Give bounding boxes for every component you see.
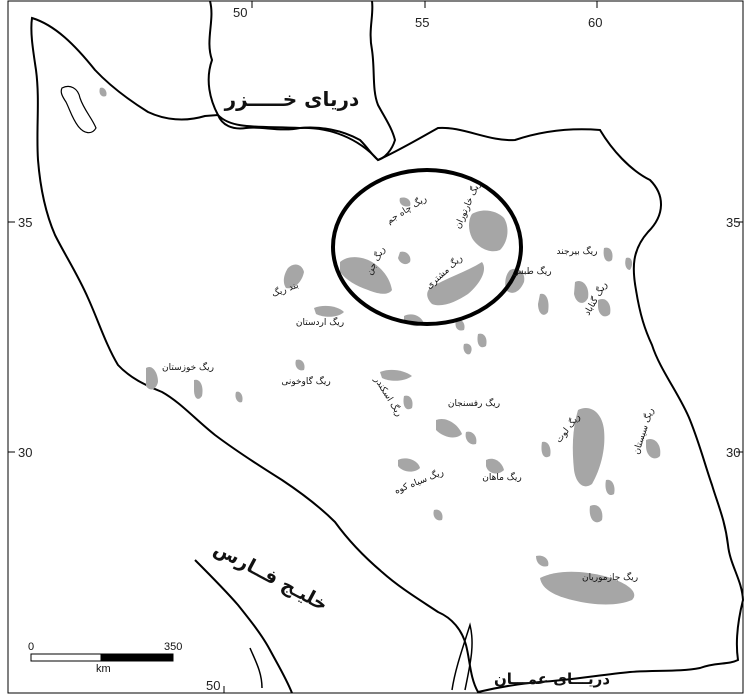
highlight-circle	[331, 168, 523, 326]
bottom-tick-label-50: 50	[206, 678, 220, 693]
top-tick-label-60: 60	[588, 15, 602, 30]
caspian-coastline	[207, 0, 397, 162]
desert-area-east-3	[598, 298, 611, 317]
desert-area-rafsanjan	[436, 418, 462, 438]
desert-label-jazmourian: ریگ جازموریان	[582, 571, 638, 583]
desert-area-tabas	[505, 268, 525, 293]
scale-bar-black-segment	[100, 653, 174, 662]
musandam-coast	[451, 622, 473, 691]
scale-bar-white-segment	[30, 653, 102, 662]
top-tick-label-55: 55	[415, 15, 429, 30]
desert-area-sistan	[646, 438, 661, 459]
desert-area-moshtari	[427, 262, 485, 306]
desert-area-band	[283, 264, 304, 289]
desert-label-khuzestan: ریگ خوزستان	[162, 361, 214, 373]
scale-bar: 0 350 km	[28, 641, 182, 675]
right-tick-label-35: 35	[726, 215, 740, 230]
lake-urmia	[60, 85, 97, 134]
map-frame	[7, 0, 744, 694]
desert-area-eskandar	[380, 369, 412, 381]
desert-label-rafsanjan: ریگ رفسنجان	[448, 397, 500, 409]
desert-area-center-2	[455, 319, 465, 331]
qatar-coast	[249, 647, 263, 689]
desert-area-center-4	[463, 343, 472, 355]
desert-area-eskandar-2	[403, 395, 413, 410]
desert-label-ardestan: ریگ اردستان	[296, 316, 344, 328]
right-tick-label-30: 30	[726, 445, 740, 460]
desert-label-birjand: ریگ بیرجند	[557, 245, 598, 257]
persian-gulf-south-coast	[194, 559, 293, 694]
desert-label-gavkhouni: ریگ گاوخونی	[281, 375, 330, 387]
desert-area-south-1	[433, 509, 443, 521]
desert-area-lut	[572, 408, 605, 487]
desert-area-west-1	[235, 391, 243, 403]
desert-area-south-2	[589, 504, 603, 523]
desert-area-ardestan	[314, 305, 344, 317]
desert-area-khuzestan	[146, 366, 158, 390]
left-tick-label-30: 30	[18, 445, 32, 460]
desert-label-mahan: ریگ ماهان	[482, 471, 521, 483]
desert-area-mahan	[486, 458, 504, 474]
left-tick-label-35: 35	[18, 215, 32, 230]
scale-bar-start-label: 0	[28, 641, 34, 653]
desert-area-khartouran	[469, 210, 508, 252]
desert-area-lut-3	[605, 479, 615, 496]
desert-area-jazmourian-2	[536, 555, 549, 567]
desert-area-jen	[340, 257, 392, 294]
desert-area-chahjam	[398, 251, 411, 265]
oman-sea-label: دریـــای عمـــان	[494, 670, 610, 688]
desert-area-khuzestan-2	[194, 379, 203, 399]
desert-area-lut-2	[541, 441, 551, 458]
desert-areas	[99, 87, 661, 605]
caspian-sea-label: دریای خـــــزر	[224, 87, 360, 111]
desert-area-jazmourian	[540, 571, 635, 605]
top-tick-label-50: 50	[233, 5, 247, 20]
desert-area-gavkhouni	[295, 359, 305, 371]
scale-bar-end-label: 350	[164, 641, 182, 653]
scale-bar-unit-label: km	[96, 663, 111, 675]
desert-area-east-1	[603, 247, 613, 262]
desert-area-nw-1	[99, 87, 107, 97]
desert-area-siahkouh	[398, 458, 420, 472]
desert-area-east-2	[625, 257, 633, 270]
desert-area-gonabad	[574, 280, 589, 303]
graticule-ticks	[8, 1, 743, 693]
desert-area-center-3	[477, 333, 487, 348]
desert-area-rafsanjan-2	[465, 431, 477, 445]
desert-label-tabas: ریگ طبس	[512, 265, 551, 277]
desert-area-birjand	[538, 293, 549, 315]
desert-area-north-small	[399, 197, 411, 207]
